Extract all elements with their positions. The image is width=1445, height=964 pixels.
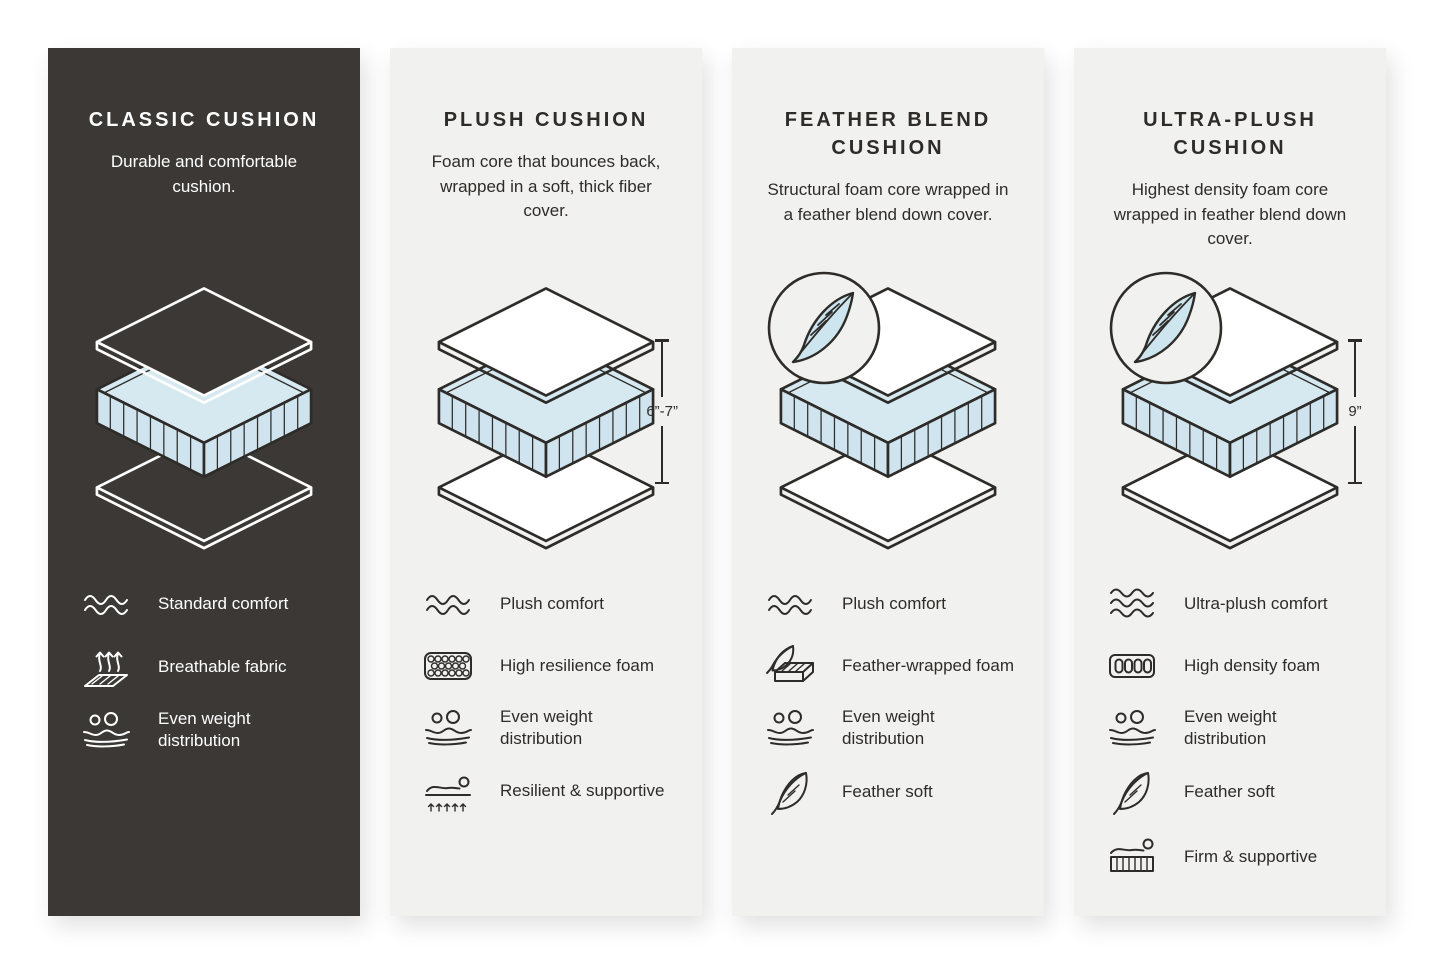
- even-weight-icon: [420, 709, 476, 747]
- breathable-fabric-icon: [78, 644, 134, 690]
- panel-ultra-plush-cushion: ULTRA-PLUSH CUSHION Highest density foam…: [1074, 48, 1386, 916]
- feature-row: High density foam: [1104, 644, 1356, 688]
- feature-row: Feather-wrapped foam: [762, 644, 1014, 688]
- measure-cap-top: [1348, 339, 1362, 342]
- cushion-diagram: [78, 284, 330, 574]
- feature-row: Resilient & supportive: [420, 768, 672, 814]
- resilient-supportive-icon: [420, 768, 476, 814]
- feature-list: Standard comfort Breathable fabric Even …: [78, 582, 330, 752]
- feature-row: Feather soft: [762, 768, 1014, 816]
- feature-row: Plush comfort: [762, 582, 1014, 626]
- panel-header: PLUSH CUSHION Foam core that bounces bac…: [420, 106, 672, 284]
- feature-label: High density foam: [1184, 655, 1321, 675]
- feature-list: Plush comfort Feather-wrapped foam Even …: [762, 582, 1014, 816]
- waves-icon: [420, 587, 476, 621]
- measure-cap-bottom: [655, 481, 670, 484]
- waves-icon: [762, 587, 818, 621]
- feature-label: Standard comfort: [158, 593, 289, 613]
- feature-list: Ultra-plush comfort High density foam Ev…: [1104, 582, 1356, 880]
- feature-row: Even weight distribution: [420, 706, 672, 750]
- top-cover-layer: [95, 287, 313, 405]
- feature-label: High resilience foam: [500, 655, 655, 675]
- feature-label: Plush comfort: [842, 593, 946, 613]
- panel-title: ULTRA-PLUSH CUSHION: [1143, 109, 1317, 159]
- bottom-cover-layer: [1121, 432, 1339, 550]
- cushion-layers-illustration: [1121, 287, 1339, 550]
- feature-row: Feather soft: [1104, 768, 1356, 816]
- feather-badge-illustration: [1109, 271, 1223, 385]
- cushion-diagram: [762, 271, 1014, 574]
- even-weight-icon: [78, 711, 134, 749]
- feature-row: Standard comfort: [78, 582, 330, 626]
- feature-label: Ultra-plush comfort: [1184, 593, 1328, 613]
- cushion-diagram: 9”: [1104, 271, 1362, 574]
- cushion-comparison-board: CLASSIC CUSHION Durable and comfortable …: [48, 48, 1386, 916]
- cushion-layers-illustration: [95, 287, 313, 550]
- bottom-cover-layer: [95, 432, 313, 550]
- feather-icon: [1104, 768, 1160, 816]
- feature-label: Even weight distribution: [158, 709, 251, 751]
- waves-icon: [1104, 584, 1160, 624]
- feature-label: Breathable fabric: [158, 656, 287, 676]
- panel-title: FEATHER BLEND CUSHION: [784, 109, 992, 159]
- panel-header: FEATHER BLEND CUSHION Structural foam co…: [762, 106, 1014, 284]
- panel-header: ULTRA-PLUSH CUSHION Highest density foam…: [1104, 106, 1356, 284]
- cushion-layers-illustration: [437, 287, 655, 550]
- panel-description: Durable and comfortable cushion.: [110, 152, 298, 196]
- even-weight-icon: [762, 709, 818, 747]
- height-measurement: 9”: [1348, 339, 1362, 484]
- measure-line: [1353, 341, 1357, 397]
- panel-description: Highest density foam core wrapped in fea…: [1113, 180, 1347, 249]
- feature-label: Plush comfort: [500, 593, 604, 613]
- panel-header: CLASSIC CUSHION Durable and comfortable …: [78, 106, 330, 284]
- feature-row: Firm & supportive: [1104, 834, 1356, 880]
- feature-row: Ultra-plush comfort: [1104, 582, 1356, 626]
- feature-label: Even weight distribution: [842, 707, 935, 749]
- feather-badge: [764, 268, 884, 388]
- feature-label: Even weight distribution: [1184, 707, 1277, 749]
- panel-feather-blend-cushion: FEATHER BLEND CUSHION Structural foam co…: [732, 48, 1044, 916]
- bottom-cover-layer: [779, 432, 997, 550]
- feature-label: Feather soft: [842, 782, 933, 802]
- panel-plush-cushion: PLUSH CUSHION Foam core that bounces bac…: [390, 48, 702, 916]
- feather-badge-illustration: [767, 271, 881, 385]
- density-foam-icon: [1104, 649, 1160, 683]
- measure-line: [660, 341, 664, 397]
- panel-title: PLUSH CUSHION: [443, 109, 649, 131]
- feature-row: Plush comfort: [420, 582, 672, 626]
- waves-icon: [78, 587, 134, 621]
- feather-wrapped-foam-icon: [762, 644, 818, 688]
- resilience-foam-icon: [420, 648, 476, 684]
- feature-label: Firm & supportive: [1184, 847, 1318, 867]
- feature-label: Feather soft: [1184, 782, 1275, 802]
- measure-label: 9”: [1348, 403, 1362, 420]
- panel-description: Foam core that bounces back, wrapped in …: [431, 152, 661, 221]
- firm-supportive-icon: [1104, 834, 1160, 880]
- feature-label: Feather-wrapped foam: [842, 655, 1014, 675]
- feature-row: Breathable fabric: [78, 644, 330, 690]
- panel-description: Structural foam core wrapped in a feathe…: [767, 180, 1009, 224]
- panel-classic-cushion: CLASSIC CUSHION Durable and comfortable …: [48, 48, 360, 916]
- feature-label: Resilient & supportive: [500, 781, 665, 801]
- cushion-diagram: 6”-7”: [420, 284, 678, 574]
- even-weight-icon: [1104, 709, 1160, 747]
- measure-cap-top: [655, 339, 670, 342]
- feature-row: Even weight distribution: [1104, 706, 1356, 750]
- cushion-layers-illustration: [779, 287, 997, 550]
- height-measurement: 6”-7”: [646, 339, 678, 484]
- panel-title: CLASSIC CUSHION: [88, 109, 320, 131]
- measure-label: 6”-7”: [646, 403, 678, 420]
- feature-row: Even weight distribution: [762, 706, 1014, 750]
- feature-list: Plush comfort High resilience foam Even …: [420, 582, 672, 814]
- feature-row: Even weight distribution: [78, 708, 330, 752]
- feature-row: High resilience foam: [420, 644, 672, 688]
- bottom-cover-layer: [437, 432, 655, 550]
- measure-cap-bottom: [1348, 481, 1362, 484]
- feather-badge: [1106, 268, 1226, 388]
- top-cover-layer: [437, 287, 655, 405]
- measure-line: [1353, 426, 1357, 482]
- measure-line: [660, 426, 664, 482]
- feature-label: Even weight distribution: [500, 707, 593, 749]
- feather-icon: [762, 768, 818, 816]
